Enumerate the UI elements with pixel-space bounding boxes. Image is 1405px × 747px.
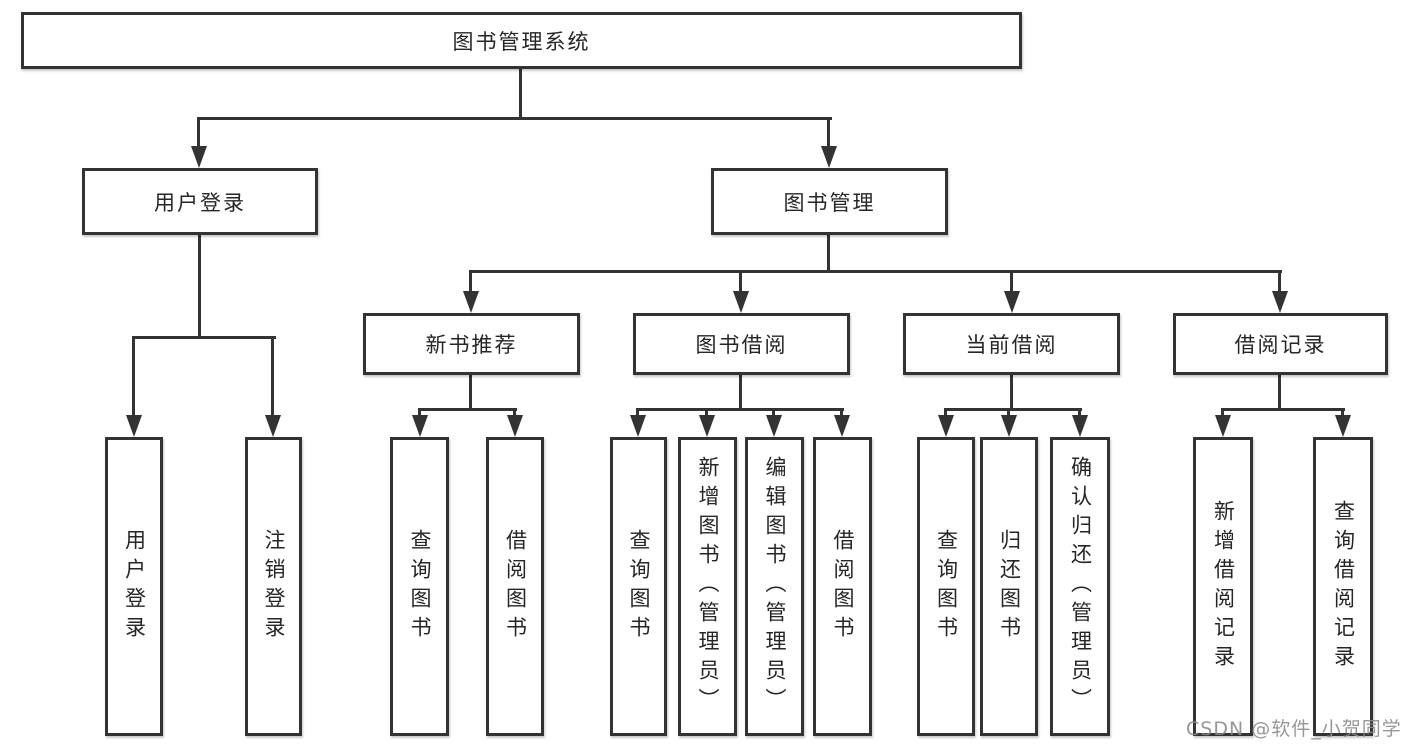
connector-root-hline [198,117,832,120]
connector-user-login-stem [197,117,200,148]
connector-leaf-stem [840,408,843,417]
node-label: 图书借阅 [695,333,788,357]
node-root-library-system: 图书管理系统 [21,12,1022,69]
arrowhead-down-icon [1335,415,1351,437]
connector-book-mgmt-stem [827,117,830,148]
node-book-management: 图书管理 [711,168,948,235]
arrowhead-down-icon [1072,415,1088,437]
connector-records-hline [1221,408,1345,411]
connector-l3-stem [1010,270,1013,293]
node-label: 借阅图书 [831,528,855,645]
node-label: 借阅记录 [1234,333,1327,357]
node-user-login: 用户登录 [82,168,318,235]
connector-recommend-vline [469,375,472,411]
leaf-add-books-admin: 新增图书（管理员） [678,437,737,736]
node-new-book-recommendation: 新书推荐 [363,313,580,375]
csdn-watermark: CSDN @软件_小贺同学 [1186,718,1402,740]
arrowhead-down-icon [1004,291,1020,313]
node-label: 注销登录 [262,528,286,645]
leaf-add-borrow-record: 新增借阅记录 [1193,437,1253,736]
node-label: 查询图书 [408,528,432,645]
node-label: 用户登录 [122,528,147,645]
node-label: 当前借阅 [965,333,1058,357]
node-label: 新书推荐 [425,333,518,357]
connector-user-login-hline [132,336,276,339]
connector-book-mgmt-vline [827,235,830,273]
connector-borrowing-vline [739,375,742,411]
connector-leaf-stem [1078,408,1081,417]
node-label: 归还图书 [997,528,1022,645]
connector-l3-stem [1278,270,1281,293]
connector-leaf-stem [132,336,135,417]
connector-user-login-vline [198,235,201,338]
arrowhead-down-icon [699,415,715,437]
arrowhead-down-icon [938,415,954,437]
arrowhead-down-icon [507,415,523,437]
leaf-edit-books-admin: 编辑图书（管理员） [745,437,804,736]
leaf-logout: 注销登录 [245,437,302,736]
connector-leaf-stem [513,408,516,417]
connector-leaf-stem [1341,408,1344,417]
arrowhead-down-icon [766,415,782,437]
node-label: 新增图书（管理员） [696,456,720,717]
connector-leaf-stem [1007,408,1010,417]
leaf-borrow-books-recommend: 借阅图书 [486,437,544,736]
connector-leaf-stem [271,336,274,417]
arrowhead-down-icon [126,415,142,437]
connector-borrowing-hline [636,408,844,411]
leaf-query-borrow-record: 查询借阅记录 [1313,437,1373,736]
arrowhead-down-icon [265,415,281,437]
connector-l3-stem [469,270,472,293]
connector-leaf-stem [636,408,639,417]
node-book-borrowing: 图书借阅 [633,313,850,375]
connector-leaf-stem [772,408,775,417]
node-label: 查询图书 [627,528,651,645]
leaf-query-books-borrowing: 查询图书 [610,437,667,736]
leaf-confirm-return-admin: 确认归还（管理员） [1050,437,1110,736]
arrowhead-down-icon [463,291,479,313]
leaf-query-books-recommend: 查询图书 [390,437,449,736]
connector-recommend-hline [418,408,517,411]
connector-leaf-stem [944,408,947,417]
arrowhead-down-icon [733,291,749,313]
leaf-user-login: 用户登录 [105,437,163,736]
node-current-borrowing: 当前借阅 [903,313,1120,375]
arrowhead-down-icon [412,415,428,437]
connector-current-vline [1010,375,1013,411]
leaf-borrow-books-borrowing: 借阅图书 [813,437,872,736]
node-label: 查询借阅记录 [1331,499,1356,674]
connector-root-vline [519,69,522,119]
connector-l3-stem [739,270,742,293]
leaf-return-books: 归还图书 [980,437,1038,736]
arrowhead-down-icon [834,415,850,437]
connector-records-vline [1278,375,1281,411]
arrowhead-down-icon [1001,415,1017,437]
node-label: 确认归还（管理员） [1068,456,1093,717]
arrowhead-down-icon [1272,291,1288,313]
node-label: 查询图书 [934,528,959,645]
connector-leaf-stem [1221,408,1224,417]
node-label: 编辑图书（管理员） [763,456,787,717]
node-borrowing-records: 借阅记录 [1173,313,1388,375]
node-label: 借阅图书 [503,528,528,645]
arrowhead-down-icon [821,146,837,168]
connector-leaf-stem [418,408,421,417]
node-label: 图书管理 [783,190,876,215]
node-label: 图书管理系统 [452,29,591,54]
leaf-query-books-current: 查询图书 [917,437,975,736]
arrowhead-down-icon [1215,415,1231,437]
arrowhead-down-icon [630,415,646,437]
connector-book-mgmt-hline [469,270,1282,273]
node-label: 新增借阅记录 [1211,499,1236,674]
node-label: 用户登录 [154,190,246,215]
connector-leaf-stem [705,408,708,417]
arrowhead-down-icon [191,146,207,168]
connector-current-hline [944,408,1082,411]
